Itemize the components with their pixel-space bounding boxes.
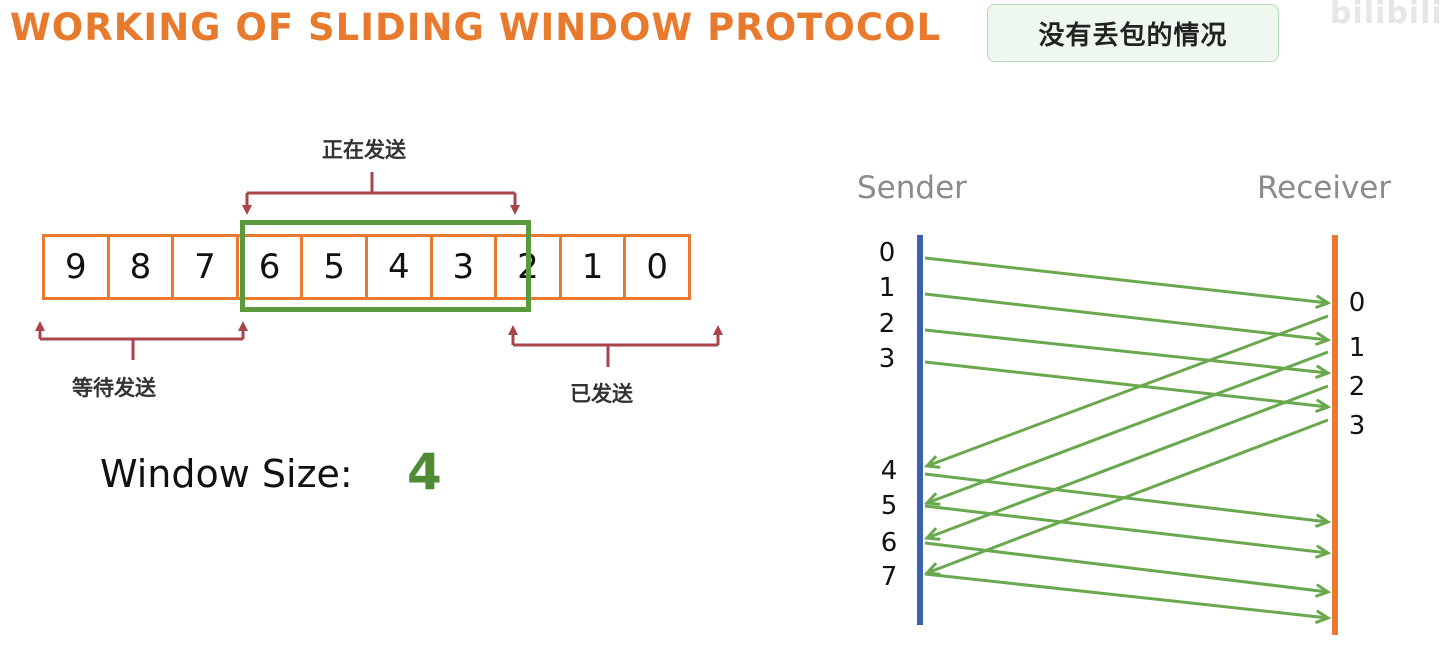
page-title: WORKING OF SLIDING WINDOW PROTOCOL xyxy=(10,6,942,49)
window-size-value: 4 xyxy=(407,443,442,501)
receiver-seq-number: 0 xyxy=(1348,288,1366,318)
frame-arrow-6 xyxy=(924,541,1328,592)
waiting-label: 等待发送 xyxy=(72,376,156,400)
receiver-label: Receiver xyxy=(1257,170,1392,206)
frame-arrow-1 xyxy=(924,292,1328,340)
sent-label: 已发送 xyxy=(570,382,633,406)
receiver-seq-number: 3 xyxy=(1348,411,1366,441)
frame-arrow-7 xyxy=(924,572,1328,618)
sender-seq-number: 0 xyxy=(878,238,896,268)
ack-arrow-0 xyxy=(927,314,1329,466)
receiver-seq-number: 2 xyxy=(1348,372,1366,402)
frame-arrow-4 xyxy=(924,472,1328,522)
frame-arrow-5 xyxy=(924,504,1328,553)
frame-arrow-0 xyxy=(924,256,1328,303)
ack-arrow-3 xyxy=(927,418,1329,573)
scenario-badge: 没有丢包的情况 xyxy=(987,4,1279,62)
sender-seq-number: 1 xyxy=(878,273,896,303)
sending-bracket xyxy=(242,172,520,215)
sent-bracket xyxy=(508,325,723,367)
frame-cell: 9 xyxy=(42,234,110,300)
frame-cell: 3 xyxy=(429,234,498,300)
receiver-seq-number: 1 xyxy=(1348,333,1366,363)
watermark-logo: bilibili xyxy=(1330,0,1443,31)
sending-label: 正在发送 xyxy=(322,138,406,162)
frame-arrow-3 xyxy=(924,360,1328,407)
ack-arrow-1 xyxy=(927,350,1329,503)
frame-cell: 0 xyxy=(623,234,691,300)
frame-arrow-2 xyxy=(924,328,1328,373)
sender-seq-number: 5 xyxy=(880,491,898,521)
sender-seq-number: 6 xyxy=(880,528,898,558)
sender-seq-number: 7 xyxy=(880,562,898,592)
sender-seq-number: 4 xyxy=(880,456,898,486)
waiting-bracket xyxy=(35,321,248,360)
sender-label: Sender xyxy=(857,170,967,206)
sender-seq-number: 2 xyxy=(878,309,896,339)
frame-sequence: 9 8 7 6 5 4 3 2 1 0 xyxy=(42,234,691,300)
window-size-label: Window Size: xyxy=(100,452,353,496)
sender-seq-number: 3 xyxy=(878,344,896,374)
